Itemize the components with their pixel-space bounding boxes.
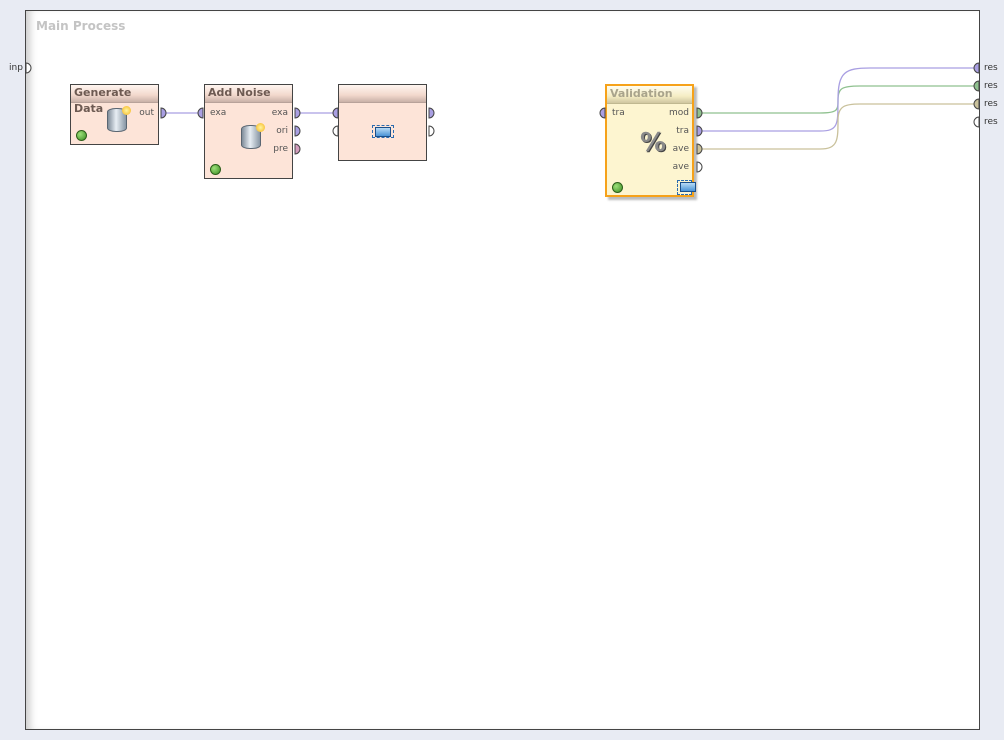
subprocess-icon — [372, 125, 394, 138]
operator-name: Validation — [607, 86, 692, 104]
port-label: tra — [612, 108, 625, 118]
result-port-label: res — [984, 117, 998, 127]
status-indicator-icon — [612, 182, 623, 193]
input-port-label: inp — [9, 63, 23, 73]
database-icon — [107, 106, 131, 132]
status-indicator-icon — [76, 130, 87, 141]
operator-name: Generate Data — [71, 85, 158, 115]
port-label: tra — [676, 126, 689, 136]
port-label: ori — [276, 126, 288, 136]
process-canvas[interactable] — [25, 10, 980, 730]
operator-validation[interactable]: Validation tra mod tra ave ave % — [605, 84, 696, 197]
process-title: Main Process — [36, 19, 126, 33]
result-port-label: res — [984, 99, 998, 109]
operator-add-noise[interactable]: Add Noise exa exa ori pre — [204, 84, 293, 179]
operator-unnamed-subprocess[interactable] — [338, 84, 427, 161]
status-indicator-icon — [210, 164, 221, 175]
operator-name: Add Noise — [205, 85, 292, 103]
result-port-label: res — [984, 81, 998, 91]
port-label: exa — [210, 108, 227, 118]
operator-generate-data[interactable]: Generate Data out — [70, 84, 159, 145]
port-label: pre — [273, 144, 288, 154]
port-label: mod — [669, 108, 689, 118]
subprocess-icon[interactable] — [677, 180, 696, 195]
port-label: out — [139, 108, 154, 118]
port-label: exa — [271, 108, 288, 118]
operator-name — [339, 85, 426, 103]
database-icon — [241, 123, 265, 149]
port-label: ave — [672, 162, 689, 172]
result-port-label: res — [984, 63, 998, 73]
percent-icon: % — [640, 128, 667, 158]
port-label: ave — [672, 144, 689, 154]
